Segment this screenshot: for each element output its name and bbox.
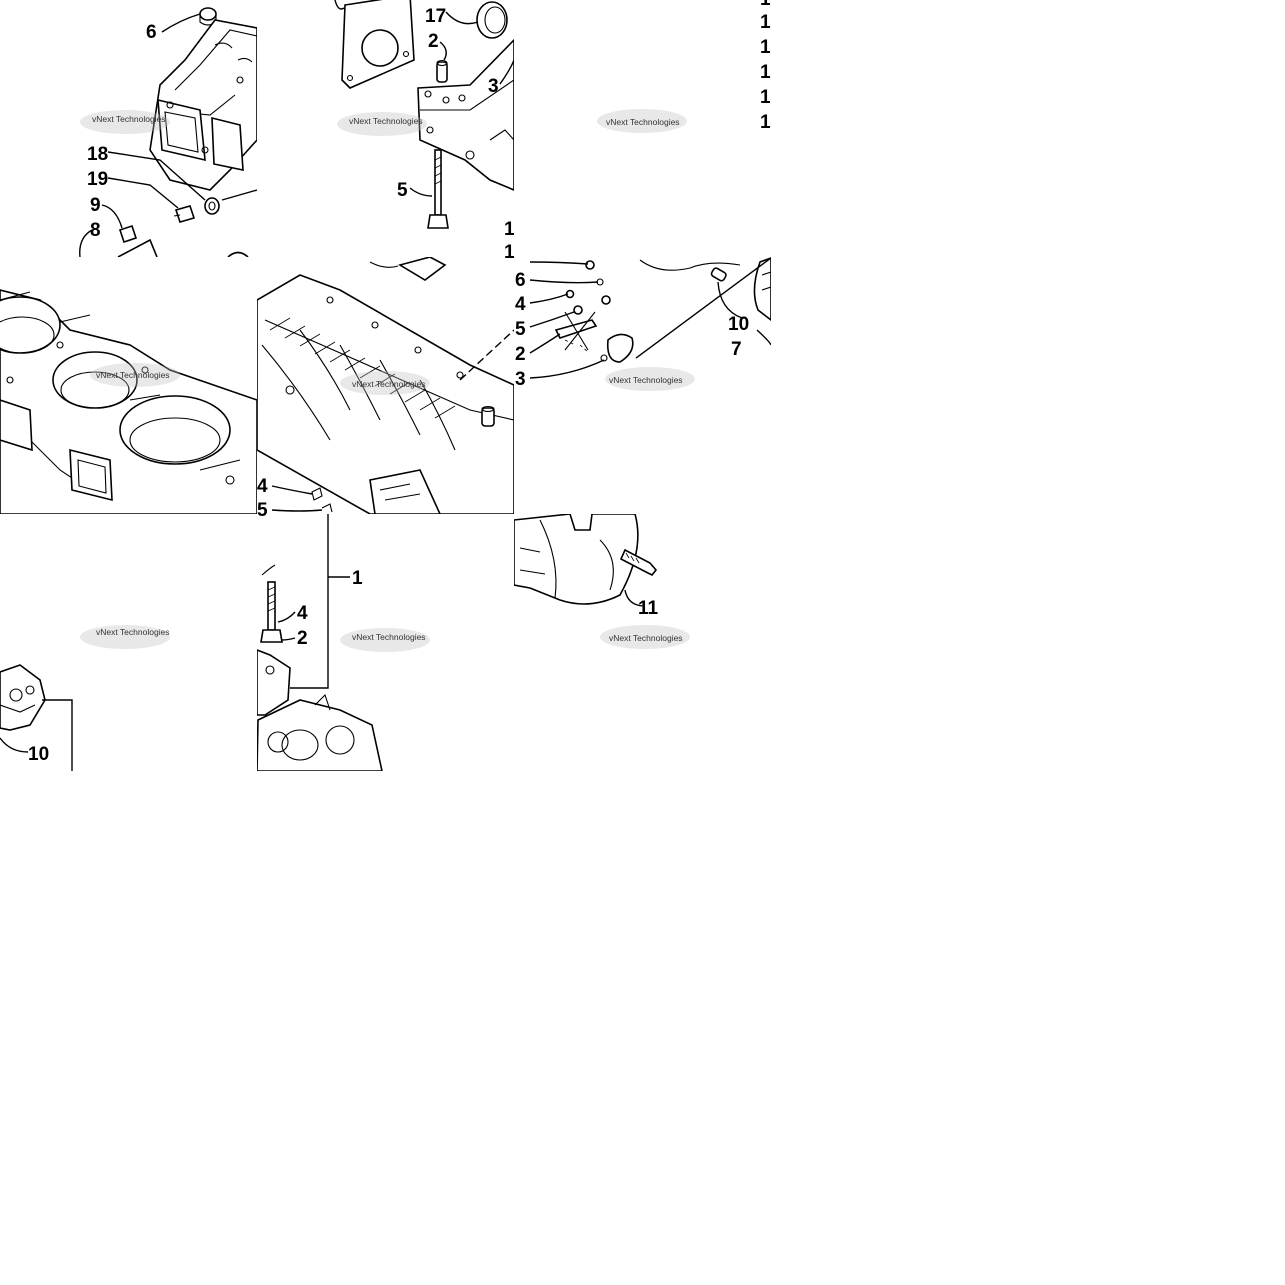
crankcase-lower-part <box>257 274 514 514</box>
mount-bracket-part <box>0 664 46 731</box>
callout-label: 10 <box>728 314 749 335</box>
callout-label: 7 <box>731 339 742 360</box>
svg-text:vNext Technologies: vNext Technologies <box>96 370 170 380</box>
drain-plug-part <box>174 205 196 223</box>
callout-label: 4 <box>515 294 526 315</box>
tile-lower-right: vNext Technologies 11 <box>514 514 690 649</box>
svg-text:vNext Technologies: vNext Technologies <box>349 116 423 126</box>
tile-lower-left: vNext Technologies 10 <box>0 625 170 771</box>
callout-label: 6 <box>146 22 157 43</box>
dowel-pin-part <box>436 61 448 83</box>
tile-lower-center: vNext Technologies 1 4 2 <box>257 514 430 771</box>
callout-label: 17 <box>425 6 446 27</box>
clutch-housing-part <box>514 514 639 605</box>
callout-label: 1 <box>760 0 771 10</box>
watermark: vNext Technologies <box>80 110 170 134</box>
tile-upper-middle: vNext Technologies 17 2 3 5 1 1 <box>334 0 515 263</box>
svg-text:vNext Technologies: vNext Technologies <box>606 117 680 127</box>
callout-label: 1 <box>760 37 771 58</box>
washer-part <box>204 197 220 215</box>
callout-label: 4 <box>297 603 308 624</box>
watermark: vNext Technologies <box>340 628 430 652</box>
watermark: vNext Technologies <box>90 363 180 387</box>
callout-label: 1 <box>504 242 515 263</box>
plug-cap-part <box>199 7 217 21</box>
callout-label: 10 <box>28 744 49 765</box>
watermark: vNext Technologies <box>600 625 690 649</box>
svg-text:vNext Technologies: vNext Technologies <box>96 627 170 637</box>
seal-ring-part <box>476 1 508 39</box>
callout-label: 2 <box>428 31 439 52</box>
svg-text:vNext Technologies: vNext Technologies <box>352 632 426 642</box>
callout-label: 1 <box>352 568 363 589</box>
tile-upper-left: vNext Technologies 6 18 19 9 8 <box>79 7 257 257</box>
svg-text:vNext Technologies: vNext Technologies <box>609 375 683 385</box>
callout-label: 5 <box>515 319 526 340</box>
callout-label: 1 <box>760 12 771 33</box>
callout-label: 3 <box>488 76 499 97</box>
tile-upper-right: vNext Technologies 1 1 1 1 1 1 <box>597 0 771 133</box>
callout-label: 4 <box>257 476 268 497</box>
callout-label: 18 <box>87 144 108 165</box>
watermark: vNext Technologies <box>597 109 687 133</box>
watermark: vNext Technologies <box>80 625 170 649</box>
svg-text:vNext Technologies: vNext Technologies <box>352 379 426 389</box>
watermark: vNext Technologies <box>337 112 427 136</box>
svg-text:vNext Technologies: vNext Technologies <box>609 633 683 643</box>
crankcase-half-part <box>417 38 514 191</box>
callout-label: 1 <box>504 219 515 240</box>
tile-middle-left: vNext Technologies <box>0 289 257 514</box>
watermark: vNext Technologies <box>340 371 430 395</box>
callout-label: 1 <box>760 87 771 108</box>
callout-label: 2 <box>297 628 308 649</box>
callout-label: 9 <box>90 195 101 216</box>
lower-housing-part <box>257 699 383 771</box>
bolt-part <box>118 224 138 244</box>
tile-middle-right: vNext Technologies 6 4 5 2 3 10 7 <box>515 257 771 391</box>
callout-label: 5 <box>257 500 268 521</box>
callout-label: 2 <box>515 344 526 365</box>
callout-label: 19 <box>87 169 108 190</box>
breather-cap-part <box>606 333 634 363</box>
tile-center: vNext Technologies 4 5 <box>257 257 514 521</box>
watermark: vNext Technologies <box>605 367 695 391</box>
callout-label: 6 <box>515 270 526 291</box>
svg-text:vNext Technologies: vNext Technologies <box>92 114 166 124</box>
callout-label: 8 <box>90 220 101 241</box>
callout-label: 5 <box>397 180 408 201</box>
callout-label: 3 <box>515 369 526 390</box>
callout-label: 11 <box>638 598 659 619</box>
callout-label: 1 <box>760 62 771 83</box>
callout-label: 1 <box>760 112 771 133</box>
